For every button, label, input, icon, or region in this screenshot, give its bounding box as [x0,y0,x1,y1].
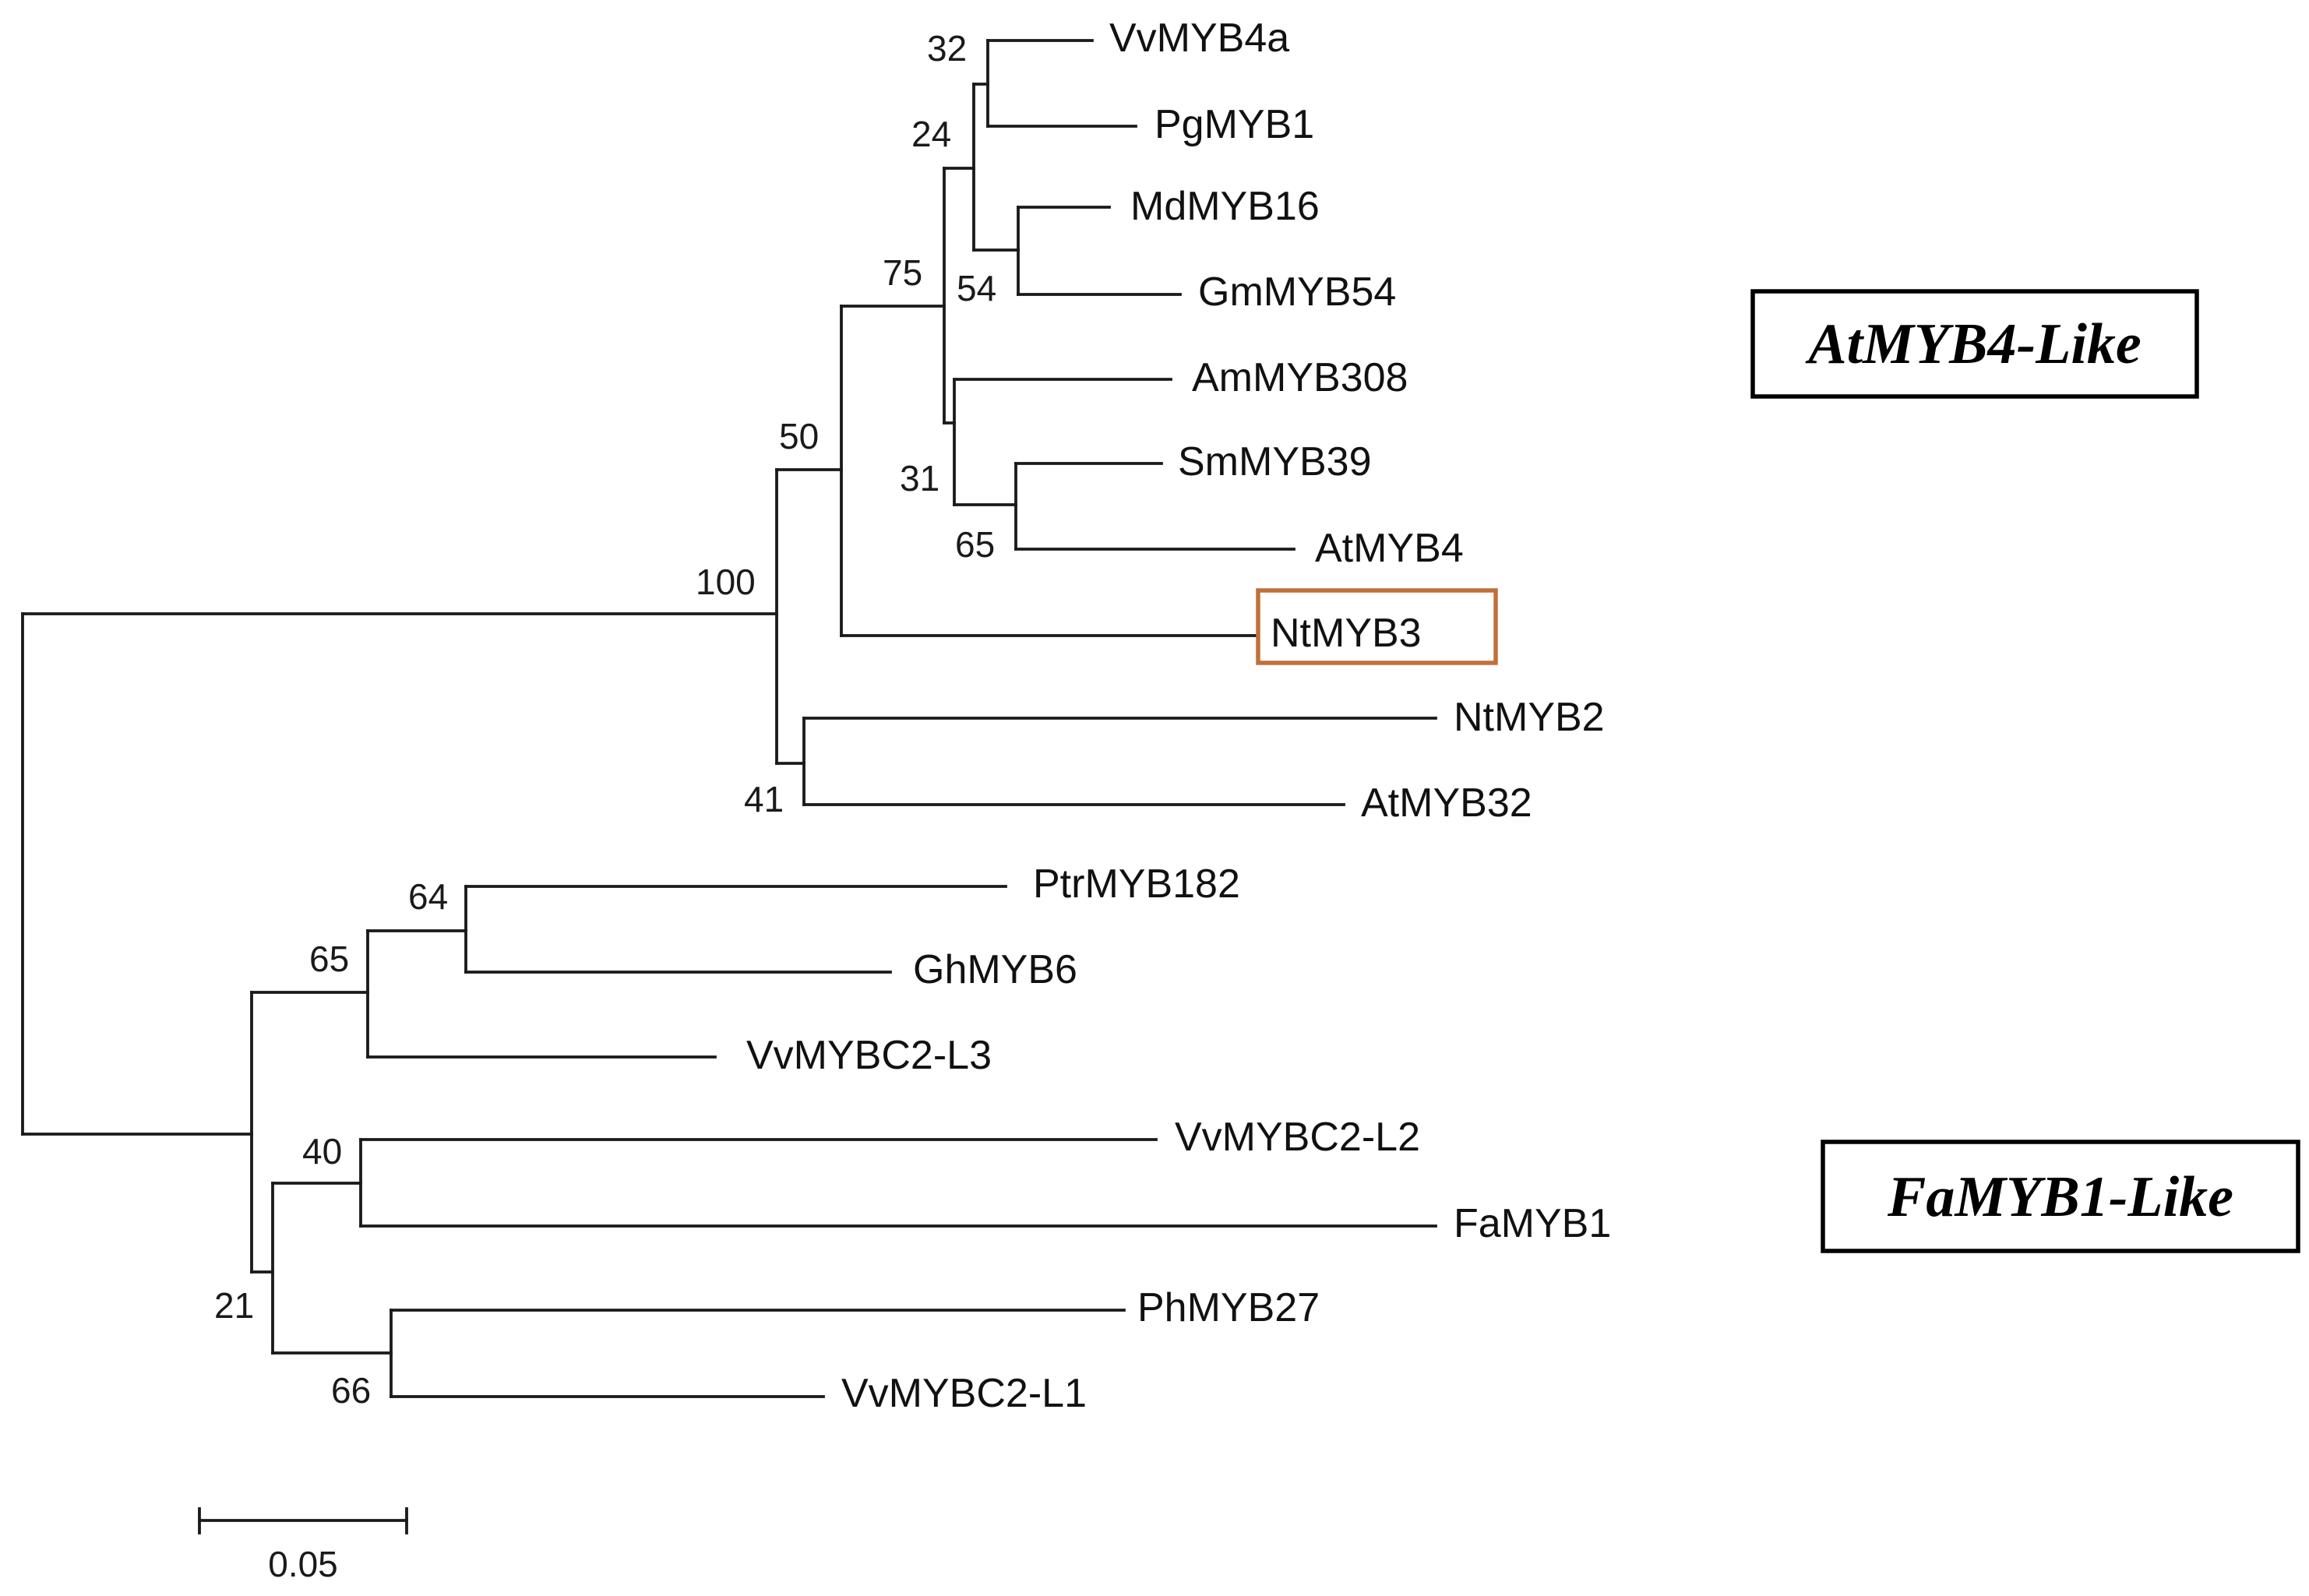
clade-box-famyb1-like [1821,1140,2300,1253]
leaf-label-atmyb32: AtMYB32 [1361,780,1532,826]
support-value: 75 [883,252,922,293]
support-value: 31 [900,458,939,499]
clade-label-atmyb4-like: AtMYB4-Like [1805,312,2142,376]
leaf-label-ntmyb3: NtMYB3 [1271,611,1422,656]
leaf-label-ptrmyb182: PtrMYB182 [1033,861,1240,907]
clade-label-famyb1-like: FaMYB1-Like [1887,1165,2233,1229]
clade-box-atmyb4-like [1750,289,2199,399]
leaf-label-vvmybc2-l2: VvMYBC2-L2 [1175,1115,1420,1160]
leaf-label-pgmyb1: PgMYB1 [1154,102,1314,147]
support-value: 24 [911,114,951,154]
support-value: 41 [744,779,784,819]
scale-bar-label: 0.05 [268,1544,338,1584]
leaf-label-mdmyb16: MdMYB16 [1130,184,1320,229]
leaf-label-ammyb308: AmMYB308 [1192,355,1408,400]
support-value: 65 [309,939,349,979]
support-value: 32 [927,28,967,69]
support-value: 54 [957,268,996,308]
leaf-label-phmyb27: PhMYB27 [1137,1285,1320,1330]
leaf-label-ghmyb6: GhMYB6 [913,947,1077,992]
support-value: 50 [779,416,819,456]
leaf-label-ntmyb2: NtMYB2 [1454,695,1605,740]
leaf-label-vvmybc2-l1: VvMYBC2-L1 [841,1371,1087,1416]
leaf-label-gmmyb54: GmMYB54 [1198,270,1396,315]
support-value: 66 [331,1370,371,1411]
leaf-label-atmyb4: AtMYB4 [1315,526,1464,571]
highlight-box-ntmyb3 [1256,588,1498,665]
leaf-label-vvmyb4a: VvMYB4a [1109,16,1289,61]
leaf-label-smmyb39: SmMYB39 [1178,439,1372,484]
support-value: 40 [302,1131,342,1171]
leaf-label-famyb1: FaMYB1 [1454,1201,1611,1246]
support-value: 100 [696,562,756,602]
support-value: 21 [214,1285,254,1326]
support-value: 65 [955,524,995,565]
support-value: 64 [408,876,448,917]
leaf-label-vvmybc2-l3: VvMYBC2-L3 [746,1033,992,1078]
